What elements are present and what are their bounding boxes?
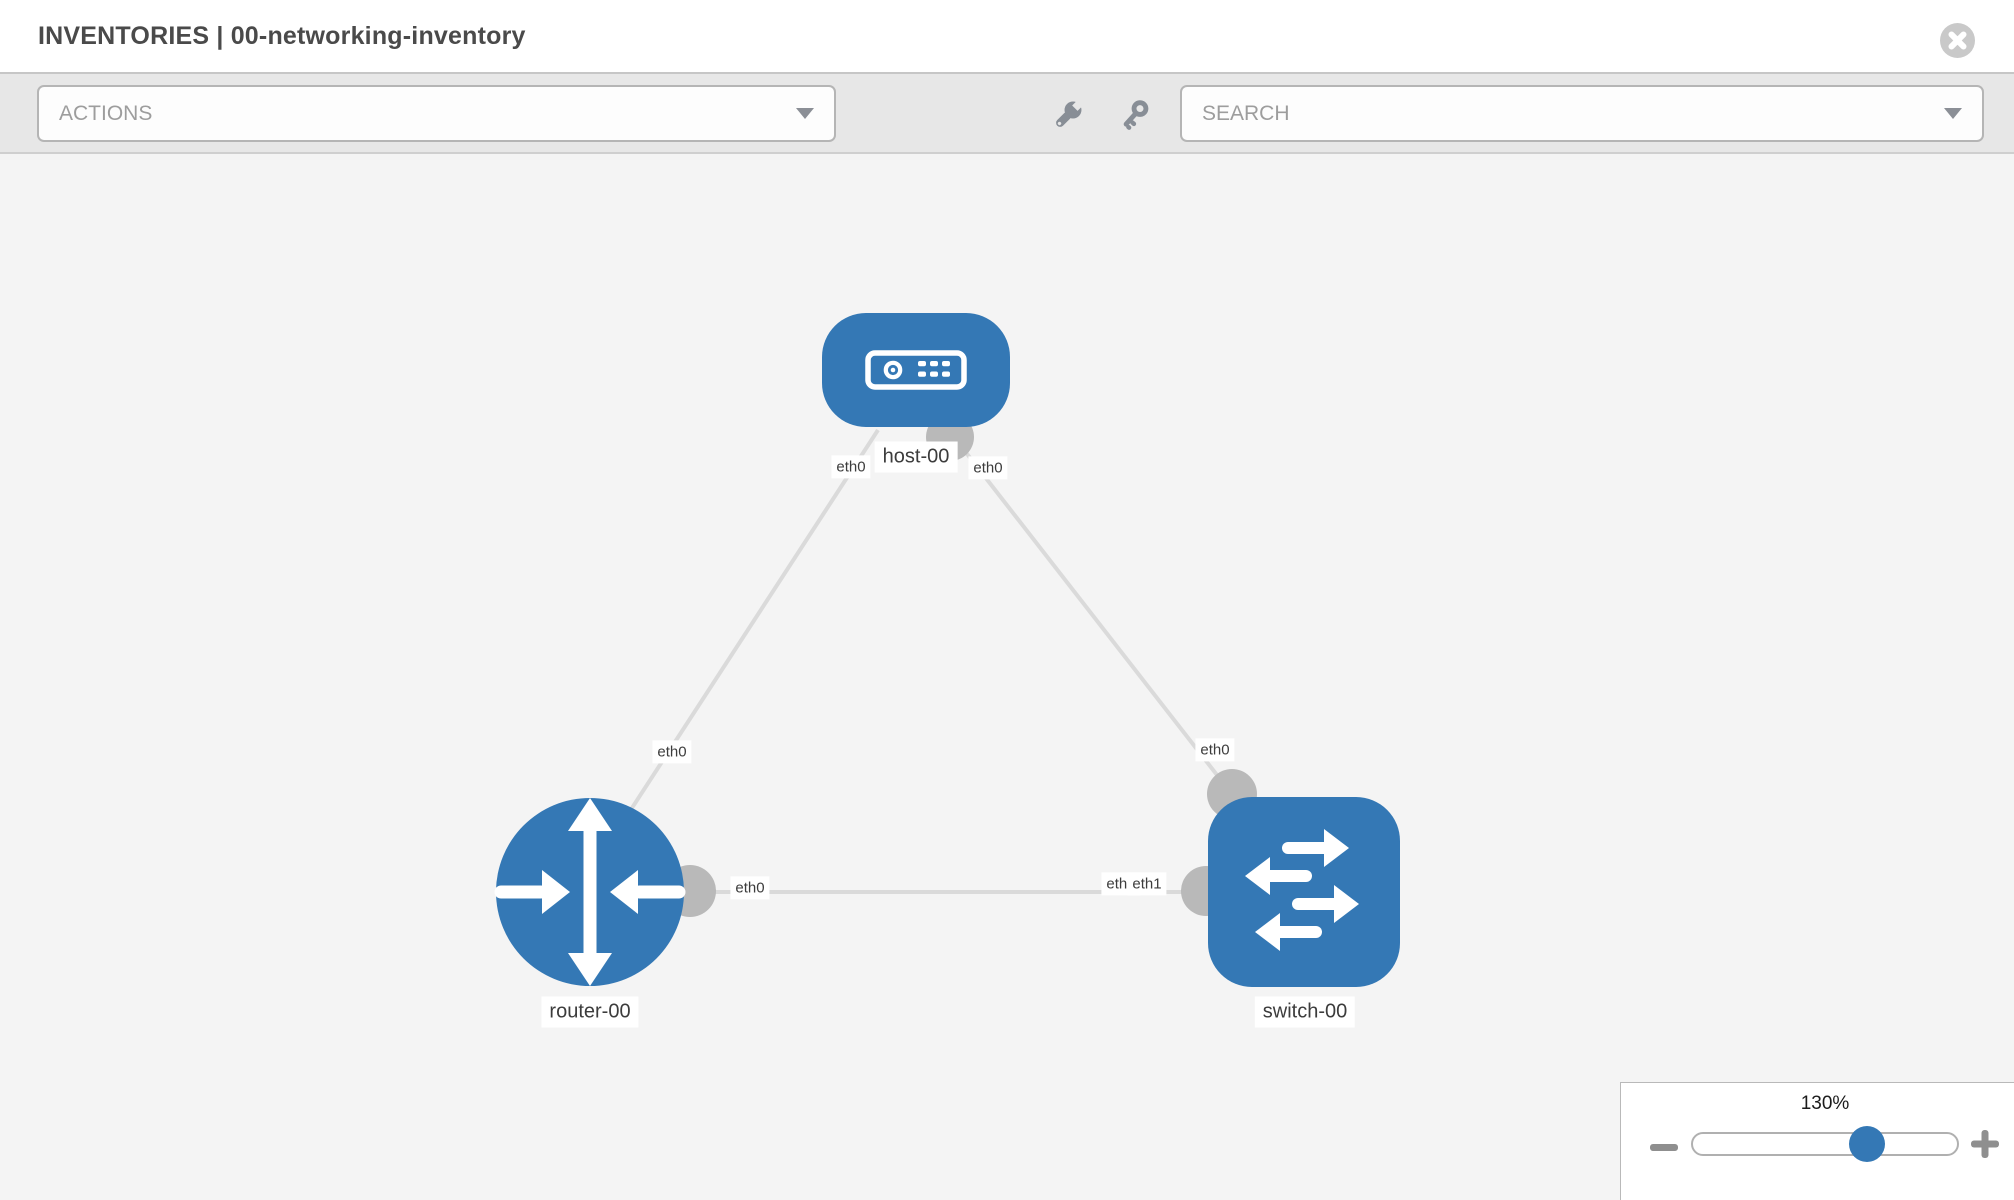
actions-dropdown-value: ACTIONS (59, 101, 153, 125)
interface-label-switch-top: eth0 (1195, 738, 1235, 762)
zoom-slider-track[interactable] (1691, 1126, 1959, 1162)
close-button[interactable] (1940, 23, 1975, 58)
node-router-00[interactable] (494, 798, 686, 986)
zoom-control-panel: 130% (1620, 1082, 2014, 1200)
host-icon (865, 350, 967, 390)
page-title: INVENTORIES | 00-networking-inventory (38, 21, 526, 50)
zoom-in-button[interactable] (1970, 1129, 2000, 1164)
topology-canvas[interactable]: eth0 eth0 host-00 eth0 eth0 eth0 eth0 et… (0, 154, 2014, 1200)
minus-icon (1650, 1144, 1678, 1151)
close-icon (1948, 31, 1967, 50)
node-switch-00[interactable] (1208, 797, 1400, 987)
zoom-level-label: 130% (1800, 1093, 1850, 1114)
wrench-button[interactable] (1049, 98, 1085, 134)
interface-label-host-left: eth0 (831, 455, 871, 479)
wrench-icon (1056, 98, 1085, 127)
router-icon (494, 798, 686, 986)
interface-label-switch-left-top: eth1 (1127, 872, 1167, 896)
interface-label-router-top: eth0 (652, 740, 692, 764)
key-button[interactable] (1116, 98, 1152, 134)
caret-down-icon (1944, 108, 1962, 119)
node-label-switch: switch-00 (1254, 996, 1356, 1028)
search-dropdown[interactable]: SEARCH (1180, 85, 1984, 142)
header: INVENTORIES | 00-networking-inventory (0, 0, 2014, 74)
node-label-router: router-00 (541, 996, 639, 1028)
node-host-00[interactable] (822, 313, 1010, 427)
caret-down-icon (796, 108, 814, 119)
toolbar: ACTIONS (0, 74, 2014, 154)
node-label-host: host-00 (874, 441, 958, 473)
plus-icon (1971, 1130, 1999, 1158)
link-host-switch[interactable] (948, 430, 1240, 804)
switch-icon (1245, 829, 1359, 951)
key-icon (1123, 100, 1149, 130)
interface-label-router-right: eth0 (730, 876, 770, 900)
interface-label-host-right: eth0 (968, 456, 1008, 480)
link-host-router[interactable] (600, 428, 880, 856)
zoom-slider-handle[interactable] (1849, 1126, 1885, 1162)
zoom-out-button[interactable] (1649, 1139, 1679, 1157)
actions-dropdown[interactable]: ACTIONS (37, 85, 836, 142)
search-dropdown-value: SEARCH (1202, 101, 1290, 125)
